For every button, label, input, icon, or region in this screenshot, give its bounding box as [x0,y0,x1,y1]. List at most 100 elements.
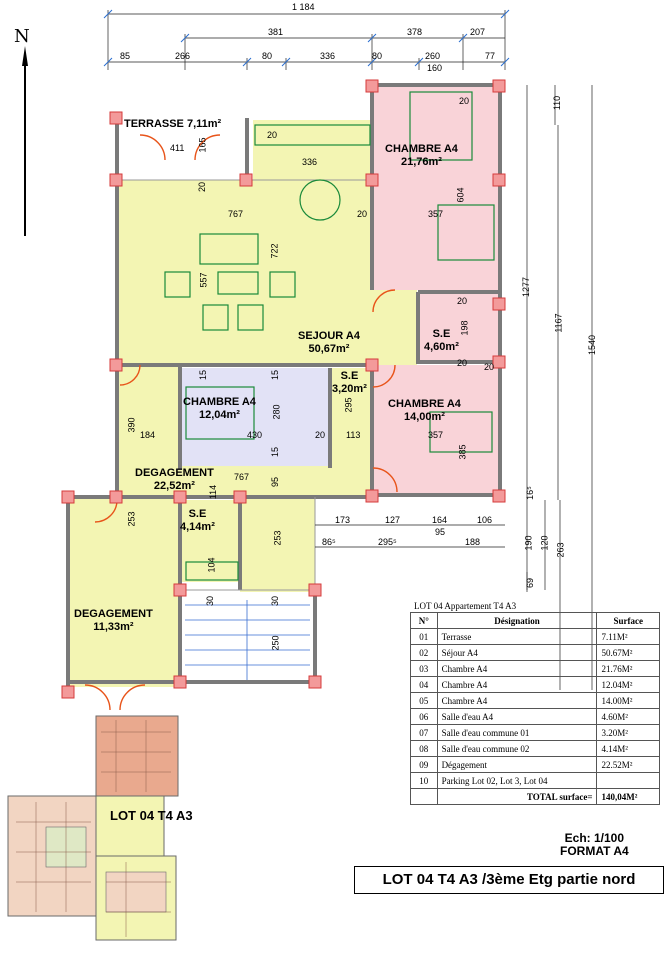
room-se1-area: 4,60m² [424,341,459,353]
table-cell [410,788,438,805]
table-total-row: TOTAL surface= 140,04M² [410,788,660,805]
table-cell: Dégagement [436,756,598,773]
room-degagement2: DEGAGEMENT 11,33m² [74,608,153,634]
table-header-no: N° [410,612,438,629]
table-cell: 14.00M² [596,692,660,709]
dim-top-207: 207 [470,27,486,37]
room-se2-area: 3,20m² [332,383,367,395]
table-cell: 4.60M² [596,708,660,725]
chambre1-fill [372,85,500,290]
dim-bottom-188: 188 [465,537,481,547]
se3-fill [180,500,240,582]
walls [66,83,502,692]
table-cell: Parking Lot 02, Lot 3, Lot 04 [436,772,598,789]
room-chambre2: CHAMBRE A4 12,04m² [183,396,256,422]
dim-right-263: 263 [555,542,566,558]
dim-bottom-865: 86⁵ [322,537,336,547]
table-cell: 21.76M² [596,660,660,677]
room-chambre3-name: CHAMBRE A4 [388,398,461,410]
furniture [164,91,495,581]
dim-int-280: 280 [271,404,282,420]
dim-right-1167: 1167 [553,313,564,333]
room-terrasse: TERRASSE 7,11m² [124,118,221,131]
terrasse-fill [117,118,247,180]
stair-fill [180,592,315,682]
chambre2-fill [180,368,330,468]
room-sejour-name: SEJOUR A4 [298,330,360,342]
dim-int-430: 430 [247,430,263,440]
table-cell: 09 [410,756,438,773]
site-plan-thumbnail [7,715,179,941]
dim-int-357b: 357 [428,430,444,440]
doors [84,134,398,711]
dim-top-266: 266 [175,51,191,61]
dim-right-69: 69 [525,577,536,589]
room-chambre2-name: CHAMBRE A4 [183,396,256,408]
dim-top-160: 160 [427,63,443,73]
dim-int-767: 767 [228,209,244,219]
dim-right-190: 190 [523,535,534,551]
dim-int-336: 336 [302,157,318,167]
room-terrasse-area: 7,11m² [186,118,222,130]
dim-int-30b: 30 [270,595,281,607]
room-se1: S.E 4,60m² [424,328,459,354]
dim-bottom-173: 173 [335,515,351,525]
table-cell: 01 [410,628,438,645]
table-header-surface: Surface [596,612,660,629]
north-arrow-icon [22,46,28,236]
dim-int-184: 184 [140,430,156,440]
room-se1-name: S.E [432,328,451,340]
table-title: LOT 04 Appartement T4 A3 [414,601,517,611]
dim-int-253b: 253 [272,530,283,546]
dim-top-total: 1 184 [292,2,315,12]
room-chambre3-area: 14,00m² [403,411,445,423]
table-header-designation: Désignation [436,612,598,629]
table-total-value: 140,04M² [596,788,660,805]
dim-int-20h: 20 [484,362,495,372]
dim-int-357a: 357 [428,209,444,219]
room-chambre1-name: CHAMBRE A4 [385,143,458,155]
dim-bottom-2955: 295⁵ [378,537,397,547]
table-cell: 08 [410,740,438,757]
dim-int-20d: 20 [457,358,468,368]
room-se3-name: S.E [188,508,207,520]
dim-int-250: 250 [270,635,281,651]
dim-int-15c: 15 [270,446,281,458]
dim-int-295: 295 [343,397,354,413]
dim-int-95: 95 [270,476,281,488]
dim-top-80a: 80 [262,51,273,61]
room-se2: S.E 3,20m² [332,370,367,396]
room-degagement1-area: 22,52m² [153,480,195,492]
dim-bottom-95: 95 [435,527,446,537]
table-cell: 04 [410,676,438,693]
dim-int-411: 411 [170,143,185,153]
table-cell: 03 [410,660,438,677]
dim-top-336: 336 [320,51,336,61]
dim-right-165: 16⁵ [524,486,535,500]
table-cell: 05 [410,692,438,709]
table-cell: Salle d'eau commune 02 [436,740,598,757]
table-cell: 12.04M² [596,676,660,693]
room-chambre2-area: 12,04m² [198,409,240,421]
dim-int-557: 557 [198,272,209,288]
hall-fill [240,497,315,592]
dim-int-20e: 20 [315,430,326,440]
dim-int-20a: 20 [197,181,208,193]
dim-int-20f: 20 [267,130,278,140]
dim-int-20g: 20 [459,96,470,106]
table-cell: 07 [410,724,438,741]
table-cell: 06 [410,708,438,725]
room-sejour-area: 50,67m² [308,343,350,355]
dim-int-198: 198 [459,320,470,336]
table-cell: 7.11M² [596,628,660,645]
dim-int-390: 390 [126,417,137,433]
dim-top-85: 85 [120,51,131,61]
columns [61,79,506,699]
dim-right-120: 120 [539,535,550,551]
dim-bottom-164: 164 [432,515,448,525]
